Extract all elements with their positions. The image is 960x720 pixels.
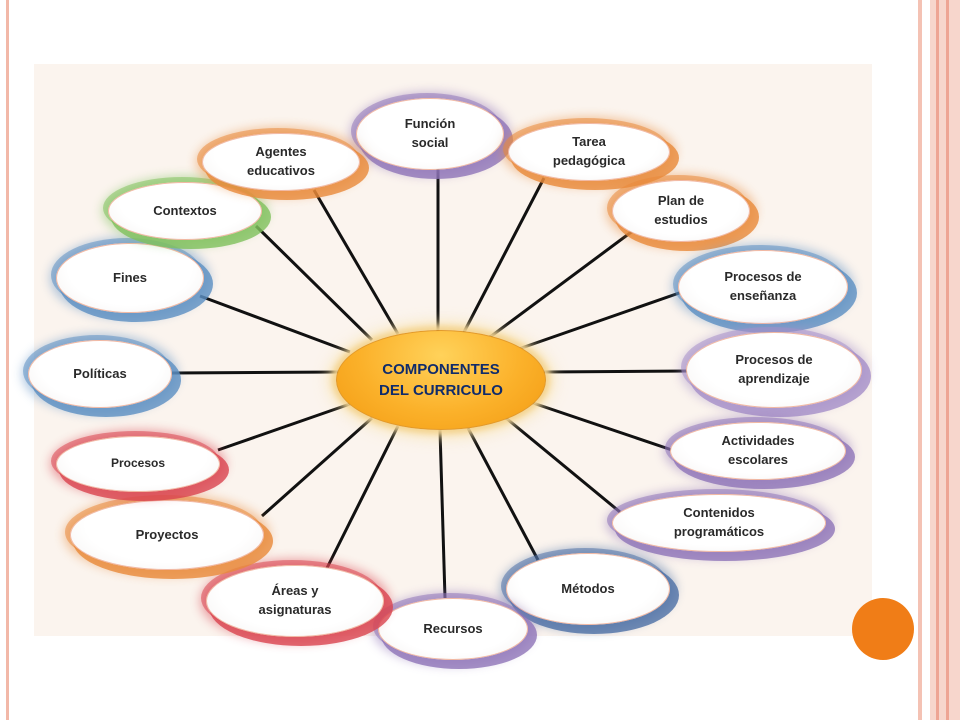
hub-label-line-1: COMPONENTES	[382, 361, 500, 378]
connector-contenidos	[505, 416, 621, 514]
node-areas-label-line: Áreas y	[271, 583, 319, 599]
hub-node[interactable]: COMPONENTES DEL CURRICULO	[336, 330, 546, 430]
node-contenidos[interactable]: Contenidos programáticos	[612, 494, 826, 552]
node-metodos-label-line: Métodos	[561, 580, 615, 596]
node-metodos[interactable]: Métodos	[506, 553, 670, 625]
hub-label-line-2: DEL CURRICULO	[379, 382, 503, 399]
connector-procesos	[217, 402, 351, 452]
connector-tarea	[460, 177, 546, 337]
connector-plan	[485, 228, 635, 342]
node-aprendizaje[interactable]: Procesos de aprendizaje	[686, 332, 862, 408]
node-tarea-label-line: Tarea	[572, 134, 606, 150]
node-procesos-label-line: Procesos	[110, 456, 166, 471]
connector-ensenanza	[509, 290, 683, 354]
node-proyectos[interactable]: Proyectos	[70, 500, 264, 570]
connector-contextos	[254, 224, 374, 342]
connector-actividades	[529, 400, 673, 452]
slide-frame-right	[918, 0, 922, 720]
connector-recursos	[438, 429, 447, 599]
decorative-orange-circle	[852, 598, 914, 660]
node-funcion-label-line: Función	[404, 116, 456, 132]
connector-areas	[324, 425, 400, 571]
node-contenidos-label-line: Contenidos	[683, 505, 755, 521]
node-funcion[interactable]: Función social	[356, 98, 504, 170]
node-actividades-label-line: escolares	[727, 452, 788, 467]
slide-frame-left	[6, 0, 9, 720]
node-areas-label-line: asignaturas	[258, 602, 332, 617]
slide-frame-right-band	[930, 0, 960, 720]
node-agentes-label-line: educativos	[247, 163, 315, 178]
connector-proyectos	[261, 416, 373, 518]
node-plan-label-line: estudios	[654, 212, 708, 227]
connector-aprendizaje	[543, 369, 689, 374]
node-contextos[interactable]: Contextos	[108, 182, 262, 240]
node-fines-label-line: Fines	[113, 269, 147, 285]
node-recursos-label-line: Recursos	[423, 620, 483, 636]
node-tarea-label-line: pedagógica	[552, 153, 626, 168]
node-fines[interactable]: Fines	[56, 243, 204, 313]
node-politicas[interactable]: Políticas	[28, 340, 172, 408]
node-ensenanza-label-line: Procesos de	[724, 269, 802, 285]
node-politicas-label-line: Políticas	[73, 365, 127, 381]
node-actividades-label-line: Actividades	[721, 433, 795, 449]
node-areas[interactable]: Áreas y asignaturas	[206, 565, 384, 637]
node-ensenanza[interactable]: Procesos de enseñanza	[678, 250, 848, 324]
node-plan-label-line: Plan de	[657, 193, 705, 209]
node-proyectos-label-line: Proyectos	[135, 526, 199, 542]
node-ensenanza-label-line: enseñanza	[729, 288, 797, 303]
node-contextos-label-line: Contextos	[153, 202, 217, 218]
slide-frame-right-stripe	[936, 0, 939, 720]
node-agentes[interactable]: Agentes educativos	[202, 133, 360, 191]
connector-fines	[199, 294, 351, 354]
node-tarea[interactable]: Tarea pedagógica	[508, 123, 670, 181]
node-contenidos-label-line: programáticos	[673, 524, 765, 539]
node-recursos[interactable]: Recursos	[378, 598, 528, 660]
node-funcion-label-line: social	[411, 135, 449, 150]
connector-politicas	[171, 370, 339, 375]
slide-frame-right-stripe	[946, 0, 949, 720]
node-aprendizaje-label-line: aprendizaje	[738, 371, 810, 386]
node-agentes-label-line: Agentes	[255, 144, 307, 160]
node-actividades[interactable]: Actividades escolares	[670, 422, 846, 480]
connector-agentes	[312, 189, 400, 335]
node-aprendizaje-label-line: Procesos de	[735, 352, 813, 368]
connector-metodos	[466, 427, 540, 561]
node-procesos[interactable]: Procesos	[56, 436, 220, 492]
node-plan[interactable]: Plan de estudios	[612, 180, 750, 242]
